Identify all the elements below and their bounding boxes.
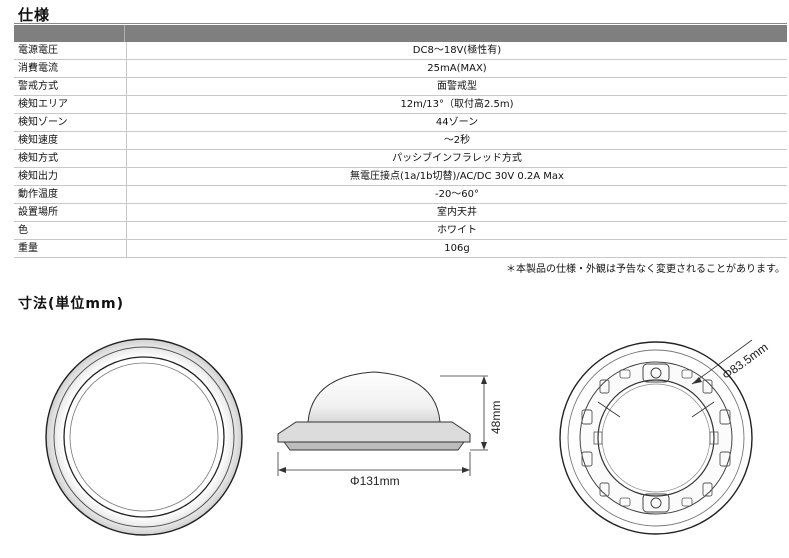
spec-value: ホワイト xyxy=(126,221,787,240)
spec-label: 検知方式 xyxy=(14,149,127,168)
bottom-view-drawing xyxy=(559,339,753,535)
table-row: 警戒方式面警戒型 xyxy=(14,77,787,96)
table-row: 検知方式パッシブインフラレッド方式 xyxy=(14,149,787,168)
spec-value: パッシブインフラレッド方式 xyxy=(126,149,787,168)
spec-value: 25mA(MAX) xyxy=(126,59,787,78)
spec-label: 重量 xyxy=(14,239,127,258)
spec-value: DC8～18V(極性有) xyxy=(126,42,787,60)
dim-diameter-label: Φ83.5mm xyxy=(720,340,771,382)
dim-height-label: 48mm xyxy=(489,401,503,434)
spec-value: 44ゾーン xyxy=(126,113,787,132)
spec-label: 消費電流 xyxy=(14,59,127,78)
disclaimer-note: ＊本製品の仕様・外観は予告なく変更されることがあります。 xyxy=(506,264,785,275)
spec-label: 動作温度 xyxy=(14,185,127,204)
section-title: 仕様 xyxy=(18,6,51,24)
spec-label: 検知出力 xyxy=(14,167,127,186)
side-view-drawing xyxy=(277,371,488,476)
dimensions-title: 寸法(単位mm) xyxy=(18,296,124,312)
dim-width-label: Φ131mm xyxy=(350,474,400,488)
spec-value: 室内天井 xyxy=(126,203,787,222)
spec-value: 無電圧接点(1a/1b切替)/AC/DC 30V 0.2A Max xyxy=(126,167,787,186)
spec-label: 設置場所 xyxy=(14,203,127,222)
table-row: 設置場所室内天井 xyxy=(14,203,787,222)
spec-label: 警戒方式 xyxy=(14,77,127,96)
spec-label: 色 xyxy=(14,221,127,240)
table-row: 検知出力無電圧接点(1a/1b切替)/AC/DC 30V 0.2A Max xyxy=(14,167,787,186)
spec-value: 12m/13°（取付高2.5m) xyxy=(126,95,787,114)
table-header-bar xyxy=(14,25,787,42)
spec-value: -20～60° xyxy=(126,185,787,204)
table-row: 動作温度-20～60° xyxy=(14,185,787,204)
table-row: 検知速度～2秒 xyxy=(14,131,787,150)
spec-label: 電源電圧 xyxy=(14,42,127,60)
spec-value: 面警戒型 xyxy=(126,77,787,96)
title-divider xyxy=(14,23,787,24)
spec-value: 106g xyxy=(126,239,787,258)
spec-label: 検知エリア xyxy=(14,95,127,114)
dimension-drawings: Φ131mm 48mm Φ83.5mm xyxy=(45,338,771,536)
spec-label: 検知ゾーン xyxy=(14,113,127,132)
table-row: 色ホワイト xyxy=(14,221,787,240)
spec-label: 検知速度 xyxy=(14,131,127,150)
spec-value: ～2秒 xyxy=(126,131,787,150)
top-view-drawing xyxy=(45,338,243,536)
